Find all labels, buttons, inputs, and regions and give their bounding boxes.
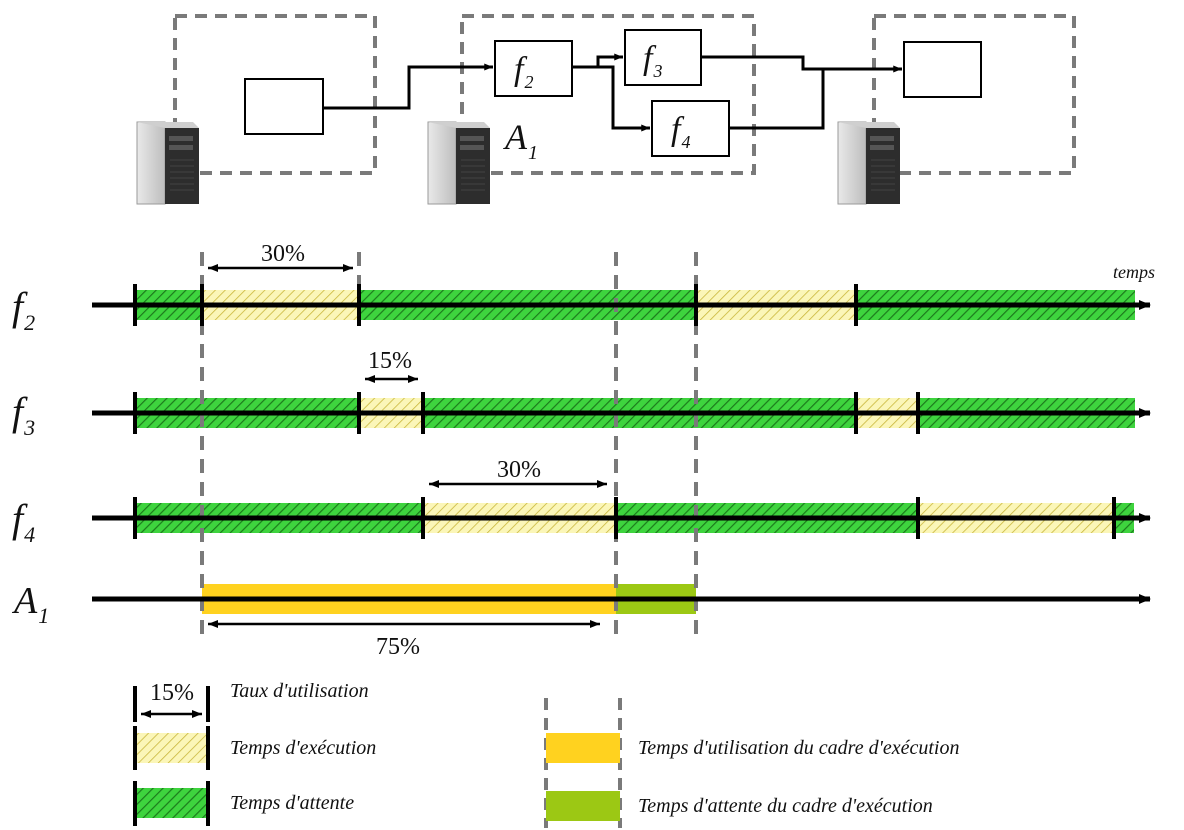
computer-icon xyxy=(136,121,200,205)
legend-frame-use-swatch xyxy=(546,733,620,763)
row-label-f3: f3 xyxy=(12,389,35,440)
legend-frame-wait-swatch xyxy=(546,791,620,821)
timeline-bands xyxy=(135,290,1135,614)
architecture xyxy=(173,14,1076,175)
sink-function-box xyxy=(903,41,982,98)
event-ticks xyxy=(133,284,1116,539)
execution-frame-right xyxy=(872,14,1076,175)
exec-rate-f2: 30% xyxy=(261,241,305,267)
agent-label-a1: A1 xyxy=(503,117,538,164)
row-label-a1: A1 xyxy=(11,580,49,628)
legend-wait-swatch xyxy=(135,788,208,818)
function-box-f3 xyxy=(624,29,702,86)
row-label-f4: f4 xyxy=(12,496,35,547)
function-box-f4 xyxy=(651,100,730,157)
legend-rate-label: Taux d'utilisation xyxy=(230,680,369,702)
connectors xyxy=(323,53,902,132)
computer-icon xyxy=(837,121,901,205)
function-box-f2 xyxy=(494,40,573,97)
execution-frame-a1 xyxy=(460,14,756,175)
dimension-arrows xyxy=(208,264,607,628)
execution-frame-left xyxy=(173,14,377,175)
exec-rate-f4: 30% xyxy=(497,457,541,483)
legend-exec-swatch xyxy=(135,733,208,763)
row-label-f2: f2 xyxy=(12,284,35,335)
use-rate-a1: 75% xyxy=(376,634,420,660)
legend-wait-label: Temps d'attente xyxy=(230,792,354,814)
time-axes xyxy=(92,300,1151,604)
exec-rate-f3: 15% xyxy=(368,348,412,374)
legend-frame-use-label: Temps d'utilisation du cadre d'exécution xyxy=(638,737,959,759)
legend-rate-value: 15% xyxy=(150,680,194,706)
computer-icon xyxy=(427,121,491,205)
legend: 15% Taux d'utilisation Temps d'exécution… xyxy=(133,680,959,828)
source-function-box xyxy=(244,78,324,135)
time-axis-label: temps xyxy=(1113,262,1155,282)
legend-frame-wait-label: Temps d'attente du cadre d'exécution xyxy=(638,795,933,817)
legend-exec-label: Temps d'exécution xyxy=(230,737,376,759)
